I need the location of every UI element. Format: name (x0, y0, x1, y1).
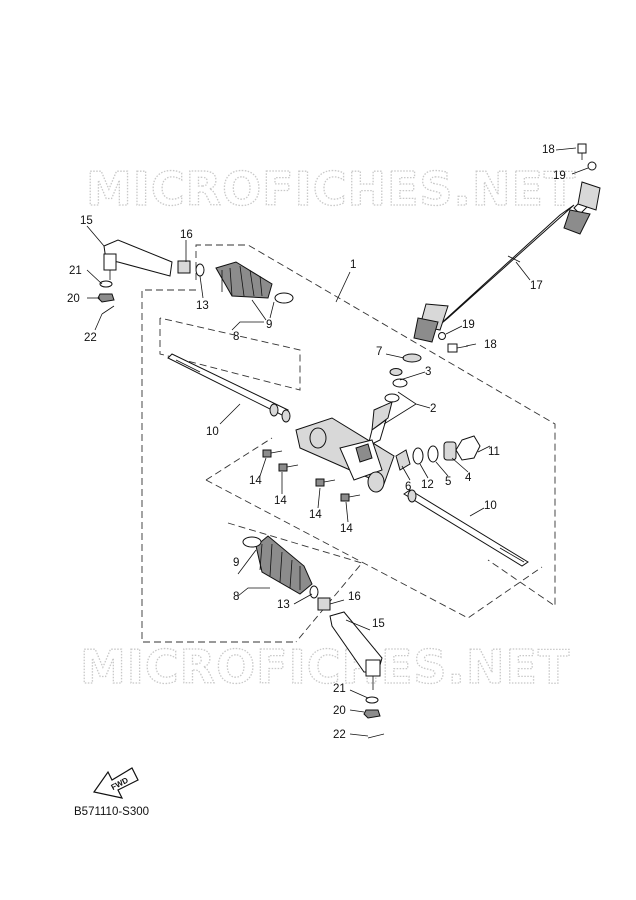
callout-15-lower: 15 (372, 618, 385, 630)
callout-22-upper: 22 (84, 332, 97, 344)
callout-7: 7 (376, 346, 382, 358)
washer-21-lower (365, 696, 379, 704)
callout-10-upper: 10 (206, 426, 219, 438)
callout-16-lower: 16 (348, 591, 361, 603)
rack-10-right (403, 489, 529, 567)
callout-18-right: 18 (484, 339, 497, 351)
callout-14-c: 14 (309, 509, 322, 521)
callout-6: 6 (405, 481, 411, 493)
callout-13-upper: 13 (196, 300, 209, 312)
bolts-14 (262, 449, 361, 502)
pinion-seals (367, 353, 422, 447)
callout-2: 2 (430, 403, 436, 415)
cotter-pin-22-upper (101, 305, 115, 315)
callout-12: 12 (421, 479, 434, 491)
callouts: 15 16 21 20 22 13 8 9 1 7 3 2 10 18 19 1… (67, 144, 566, 741)
callout-14-a: 14 (249, 475, 262, 487)
callout-22-lower: 22 (333, 729, 346, 741)
callout-13-lower: 13 (277, 599, 290, 611)
watermark-bottom: MICROFICHES.NET (80, 640, 570, 694)
steering-shaft (413, 181, 601, 343)
callout-8-lower: 8 (233, 591, 239, 603)
fwd-arrow-icon: FWD (92, 767, 139, 799)
callout-14-b: 14 (274, 495, 287, 507)
bolt-18-right (447, 343, 469, 353)
boot-8-lower (242, 535, 313, 595)
callout-10-lower: 10 (484, 500, 497, 512)
washer-21-upper (99, 280, 113, 288)
rack-housing (295, 417, 395, 493)
nut-19-top (587, 161, 597, 171)
locknut-16-lower (317, 597, 331, 611)
adjuster-parts (395, 435, 481, 471)
callout-20-lower: 20 (333, 705, 346, 717)
callout-11: 11 (488, 446, 500, 458)
callout-14-d: 14 (340, 523, 353, 535)
callout-20-upper: 20 (67, 293, 80, 305)
callout-15-upper: 15 (80, 215, 93, 227)
callout-21-lower: 21 (333, 683, 346, 695)
callout-21-upper: 21 (69, 265, 82, 277)
rack-10-left (167, 353, 291, 423)
callout-4: 4 (465, 472, 472, 484)
nut-19-right (438, 332, 446, 340)
callout-9-upper: 9 (266, 319, 272, 331)
callout-5: 5 (445, 476, 451, 488)
callout-16-upper: 16 (180, 229, 193, 241)
callout-18-top: 18 (542, 144, 555, 156)
callout-19-right: 19 (462, 319, 475, 331)
boot-8-upper (215, 261, 294, 304)
callout-3: 3 (425, 366, 431, 378)
tie-rod-end-15-lower (329, 611, 383, 690)
bolt-18-top (577, 143, 587, 160)
cotter-pin-22-lower (367, 733, 385, 739)
watermark-top: MICROFICHES.NET (86, 162, 576, 216)
callout-19-top: 19 (553, 170, 566, 182)
diagram-code: B571110-S300 (74, 806, 150, 818)
callout-9-lower: 9 (233, 557, 239, 569)
callout-8-upper: 8 (233, 331, 239, 343)
ring-13-lower (309, 585, 319, 599)
locknut-16-upper (177, 260, 191, 274)
nut-20-upper (97, 293, 115, 303)
tie-rod-end-15-upper (103, 239, 173, 280)
ring-13-upper (195, 263, 205, 277)
callout-1: 1 (350, 259, 356, 271)
nut-20-lower (363, 709, 381, 719)
assembly-outlines (141, 244, 556, 643)
callout-17: 17 (530, 280, 543, 292)
leader-lines (86, 147, 589, 737)
